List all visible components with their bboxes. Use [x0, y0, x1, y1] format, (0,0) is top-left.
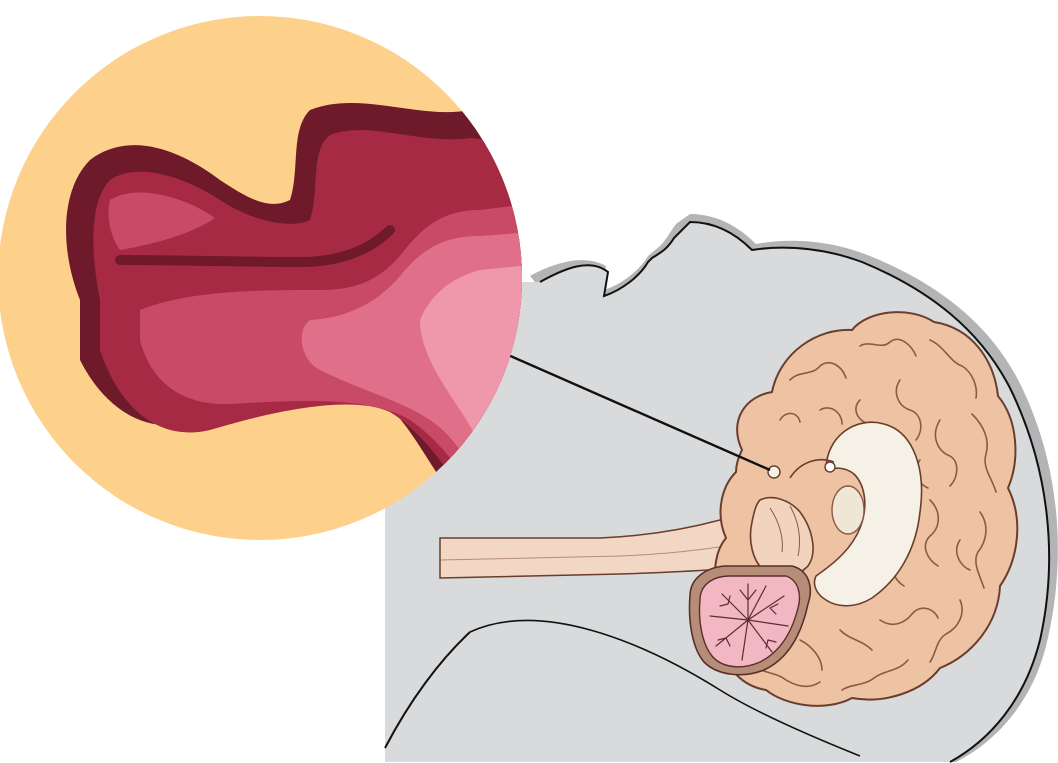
thalamus [832, 486, 864, 534]
pineal-gland [825, 462, 835, 472]
pituitary-gland [768, 466, 780, 478]
